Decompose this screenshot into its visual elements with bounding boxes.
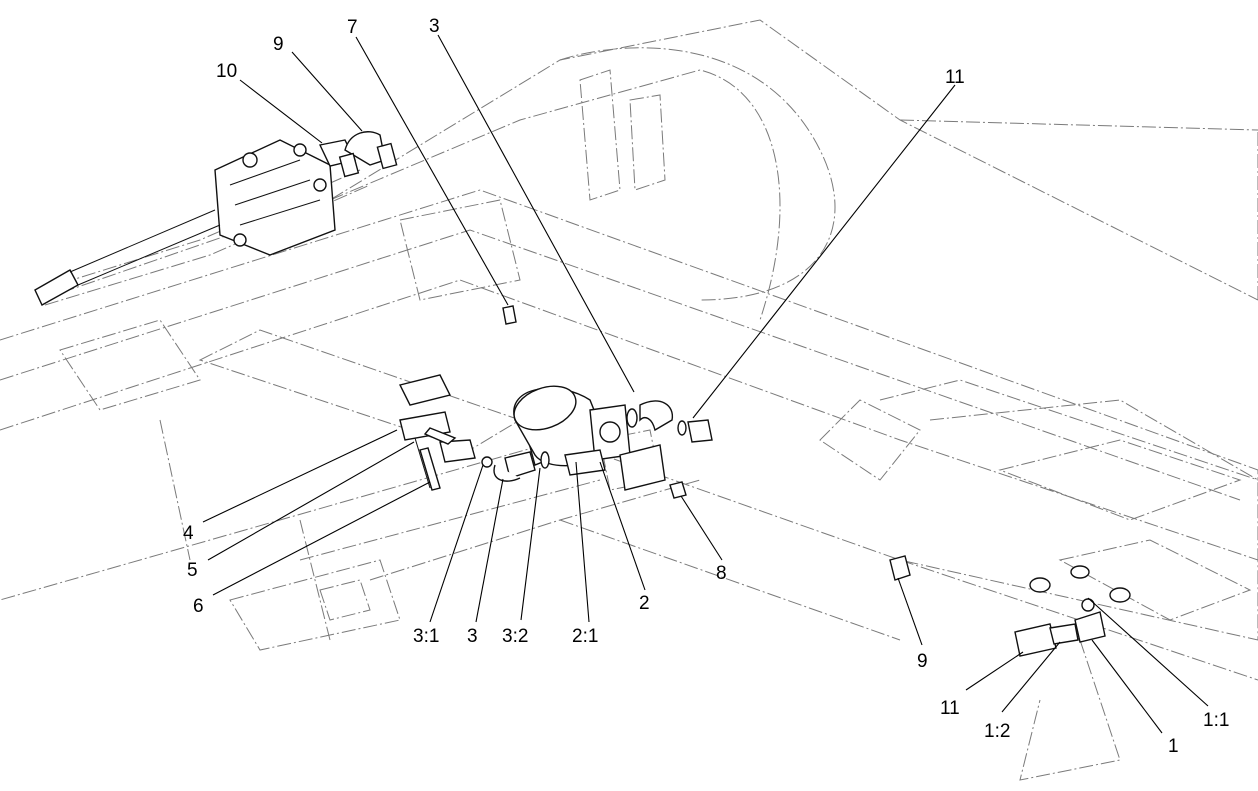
- callout-labels: 10 9 7 3 11 4 5 6 3:1 3 3:2 2:1 2 8 9 11…: [183, 16, 1229, 757]
- leader-lines: [202, 34, 1209, 734]
- callout-1-1: 1:1: [1203, 710, 1229, 731]
- callout-2-1: 2:1: [572, 626, 598, 647]
- callout-8: 8: [716, 563, 727, 584]
- callout-9-top: 9: [273, 34, 284, 55]
- filter-assembly: [398, 305, 713, 499]
- callout-3-bottom: 3: [467, 626, 478, 647]
- callout-5: 5: [187, 560, 198, 581]
- callout-7: 7: [347, 17, 358, 38]
- callout-11-top: 11: [945, 67, 965, 88]
- callout-4: 4: [183, 523, 194, 544]
- callout-6: 6: [193, 596, 204, 617]
- callout-3-2: 3:2: [502, 626, 528, 647]
- vehicle-frame-phantom: [0, 19, 1258, 781]
- hydraulic-manifold: [34, 131, 398, 306]
- lower-right-fittings: [889, 555, 1131, 657]
- callout-3-top: 3: [429, 16, 440, 37]
- callout-2: 2: [639, 593, 650, 614]
- callout-3-1: 3:1: [413, 626, 439, 647]
- callout-9-bottom: 9: [917, 651, 928, 672]
- callout-1: 1: [1168, 736, 1179, 757]
- callout-11-bottom: 11: [940, 698, 960, 719]
- callout-1-2: 1:2: [984, 721, 1010, 742]
- callout-10: 10: [216, 61, 237, 82]
